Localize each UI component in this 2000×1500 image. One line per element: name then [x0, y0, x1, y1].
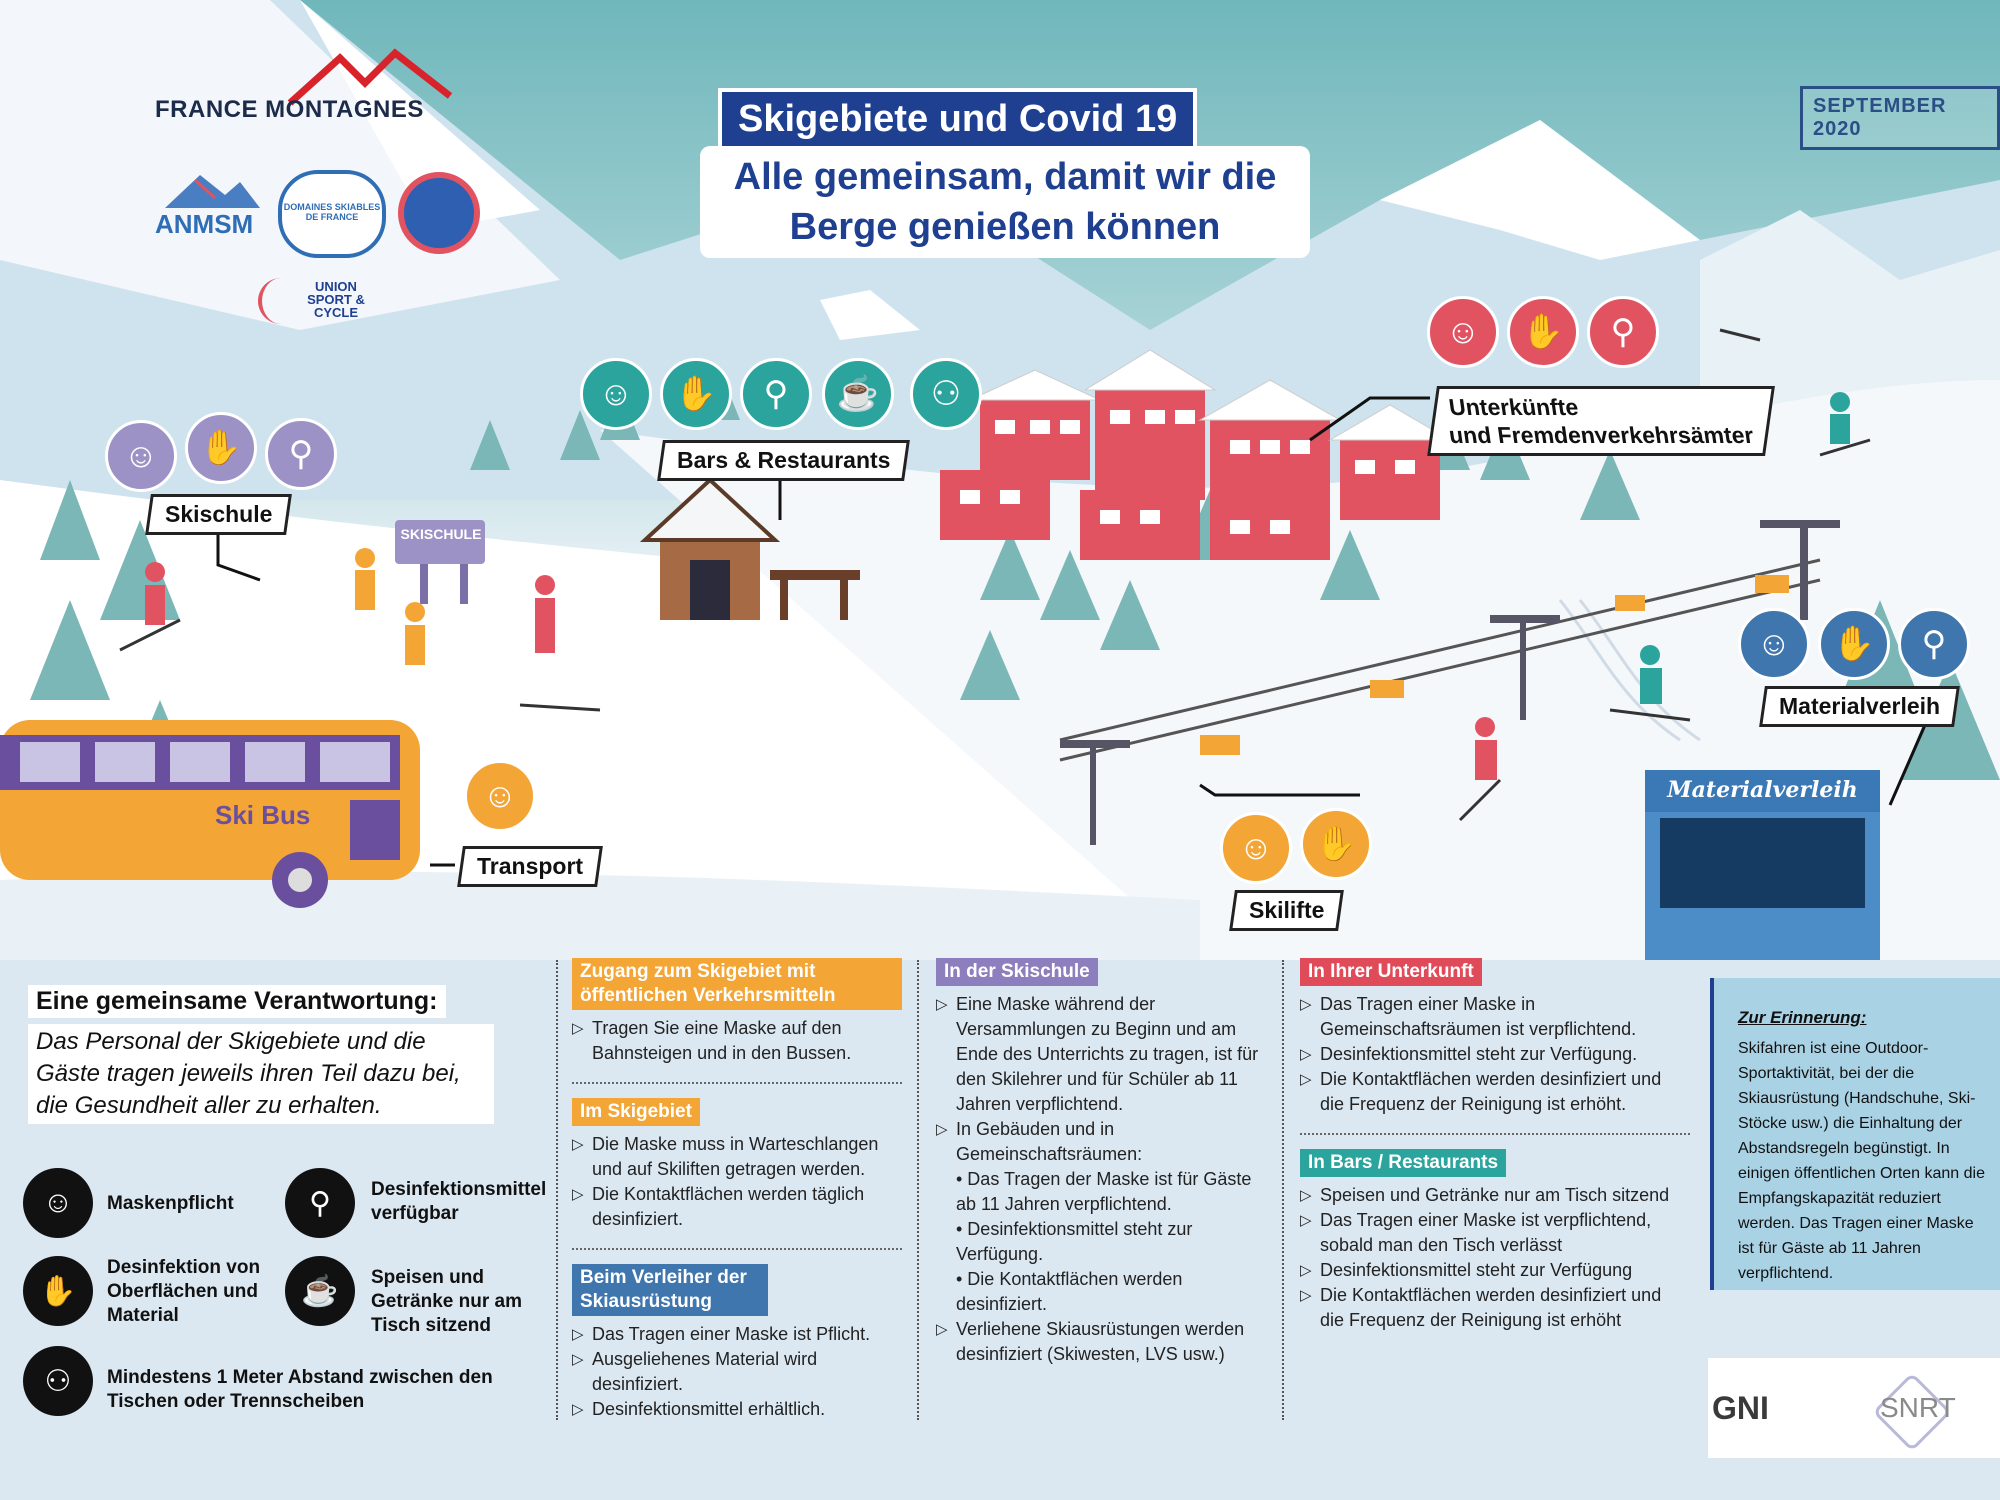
list-item: Desinfektionsmittel steht zur Verfügung	[1300, 1258, 1690, 1283]
france-montagnes-wordmark: FRANCE MONTAGNES	[155, 96, 424, 123]
disinfect-surface-icon: ✋	[23, 1256, 93, 1326]
list-subitem: • Desinfektionsmittel steht zur Verfügun…	[956, 1219, 1193, 1264]
union-sport-logo: UNION SPORT & CYCLE	[258, 278, 398, 338]
list-item: Eine Maske während der Versammlungen zu …	[936, 992, 1266, 1117]
intro-heading: Eine gemeinsame Verantwortung:	[28, 985, 446, 1018]
distance-icon: ⚇	[23, 1346, 93, 1416]
skilifte-label: Skilifte	[1229, 890, 1345, 931]
page-subtitle: Alle gemeinsam, damit wir die Berge geni…	[700, 146, 1310, 258]
list-item: Die Kontaktflächen werden desinfiziert u…	[1300, 1067, 1690, 1117]
list-item: Desinfektionsmittel steht zur Verfügung.	[1300, 1042, 1690, 1067]
skischule-sign: SKISCHULE	[400, 526, 482, 542]
anmsm-mountain-icon	[165, 175, 260, 208]
list-item: Ausgeliehenes Material wird desinfiziert…	[572, 1347, 902, 1397]
intro-block: Eine gemeinsame Verantwortung: Das Perso…	[28, 985, 558, 1124]
france-montagnes-logo: FRANCE MONTAGNES	[150, 48, 480, 123]
disinfect-surface-icon: ✋	[185, 412, 257, 484]
section-title-accommodation: In Ihrer Unterkunft	[1300, 958, 1482, 986]
reminder-box: Zur Erinnerung: Skifahren ist eine Outdo…	[1710, 978, 2000, 1290]
column-divider	[917, 960, 919, 1420]
distance-icon: ⚇	[910, 358, 982, 430]
legend-label-disinfection: Desinfektion von Oberflächen und Materia…	[107, 1257, 261, 1326]
section-title-ski-school: In der Skischule	[936, 958, 1098, 986]
sanitizer-icon: ⚲	[1587, 296, 1659, 368]
gni-dots-icon	[1712, 1376, 1720, 1384]
mask-icon: ☺	[580, 358, 652, 430]
anmsm-wordmark: ANMSM	[155, 209, 254, 239]
sanitizer-icon: ⚲	[1898, 608, 1970, 680]
list-item: Die Maske muss in Warteschlangen und auf…	[572, 1132, 902, 1182]
list-item: Das Tragen einer Maske ist Pflicht.	[572, 1322, 902, 1347]
bus-text: Ski Bus	[215, 800, 311, 830]
partner-logos: GNI SNRT	[1708, 1358, 2000, 1458]
union-sport-arc-icon	[258, 278, 292, 324]
list-item: Das Tragen einer Maske in Gemeinschaftsr…	[1300, 992, 1690, 1042]
column-transport: Zugang zum Skigebiet mit öffentlichen Ve…	[572, 958, 902, 1422]
snrt-logo: SNRT	[1880, 1392, 1956, 1423]
domaines-skiables-logo: DOMAINES SKIABLES DE FRANCE	[278, 170, 386, 258]
disinfect-surface-icon: ✋	[660, 358, 732, 430]
column-accommodation: In Ihrer Unterkunft Das Tragen einer Mas…	[1300, 958, 1690, 1333]
section-title-bars: In Bars / Restaurants	[1300, 1149, 1507, 1177]
mountain-logo-icon	[287, 48, 453, 106]
legend-label-mask: Maskenpflicht	[107, 1193, 234, 1214]
mask-icon: ☺	[23, 1168, 93, 1238]
list-item: Die Kontaktflächen werden desinfiziert u…	[1300, 1283, 1690, 1333]
column-divider	[1282, 960, 1284, 1420]
transport-label: Transport	[457, 846, 603, 887]
materialverleih-label: Materialverleih	[1759, 686, 1960, 727]
list-item: Die Kontaktflächen werden täglich desinf…	[572, 1182, 902, 1232]
union-sport-wordmark: UNION SPORT & CYCLE	[307, 279, 365, 320]
illustration-scene: FRANCE MONTAGNES ANMSM DOMAINES SKIABLES…	[0, 0, 2000, 960]
rental-shop-sign: Materialverleih	[1667, 777, 1858, 803]
sanitizer-icon: ⚲	[740, 358, 812, 430]
anmsm-logo: ANMSM	[155, 170, 265, 250]
disinfect-surface-icon: ✋	[1507, 296, 1579, 368]
mask-icon: ☺	[1220, 812, 1292, 884]
table-service-icon: ☕	[285, 1256, 355, 1326]
domaines-skiables-wordmark: DOMAINES SKIABLES DE FRANCE	[283, 202, 381, 222]
reminder-text: Skifahren ist eine Outdoor-Sportaktivitä…	[1738, 1040, 1985, 1282]
skischule-label: Skischule	[145, 494, 293, 535]
column-ski-school: In der Skischule Eine Maske während der …	[936, 958, 1266, 1367]
list-subitem: • Die Kontaktflächen werden desinfiziert…	[956, 1269, 1183, 1314]
list-item: Desinfektionsmittel erhältlich.	[572, 1397, 902, 1422]
legend-label-distance: Mindestens 1 Meter Abstand zwischen den …	[107, 1367, 493, 1412]
section-title-ski-area: Im Skigebiet	[572, 1098, 700, 1126]
sanitizer-icon: ⚲	[265, 418, 337, 490]
list-subitem: • Das Tragen der Maske ist für Gäste ab …	[956, 1169, 1252, 1214]
esf-logo	[398, 172, 480, 254]
disinfect-surface-icon: ✋	[1300, 808, 1372, 880]
legend-label-sanitizer: Desinfektionsmittel verfügbar	[371, 1179, 547, 1224]
reminder-title: Zur Erinnerung:	[1738, 1008, 1867, 1027]
gni-logo: GNI	[1712, 1390, 1769, 1426]
mask-icon: ☺	[1738, 608, 1810, 680]
mountain-landscape	[0, 0, 2000, 960]
column-divider	[556, 960, 558, 1420]
table-service-icon: ☕	[822, 358, 894, 430]
list-item: In Gebäuden und in Gemeinschaftsräumen:	[936, 1117, 1266, 1167]
page-title: Skigebiete und Covid 19	[718, 88, 1198, 151]
legend-label-table-service: Speisen und Getränke nur am Tisch sitzen…	[371, 1267, 522, 1336]
sanitizer-icon: ⚲	[285, 1168, 355, 1238]
mask-icon: ☺	[464, 760, 536, 832]
intro-text: Das Personal der Skigebiete und die Gäst…	[28, 1024, 494, 1124]
section-title-public-transport: Zugang zum Skigebiet mit öffentlichen Ve…	[572, 958, 902, 1010]
date-badge: SEPTEMBER 2020	[1800, 86, 2000, 150]
list-item: Verliehene Skiausrüstungen werden desinf…	[936, 1317, 1266, 1367]
section-title-rental: Beim Verleiher der Skiausrüstung	[572, 1264, 768, 1316]
list-item: Speisen und Getränke nur am Tisch sitzen…	[1300, 1183, 1690, 1208]
mask-icon: ☺	[1427, 296, 1499, 368]
list-item: Tragen Sie eine Maske auf den Bahnsteige…	[572, 1016, 902, 1066]
list-item: Das Tragen einer Maske ist verpflichtend…	[1300, 1208, 1690, 1258]
bars-restaurants-label: Bars & Restaurants	[657, 440, 911, 481]
mask-icon: ☺	[105, 420, 177, 492]
disinfect-surface-icon: ✋	[1818, 608, 1890, 680]
